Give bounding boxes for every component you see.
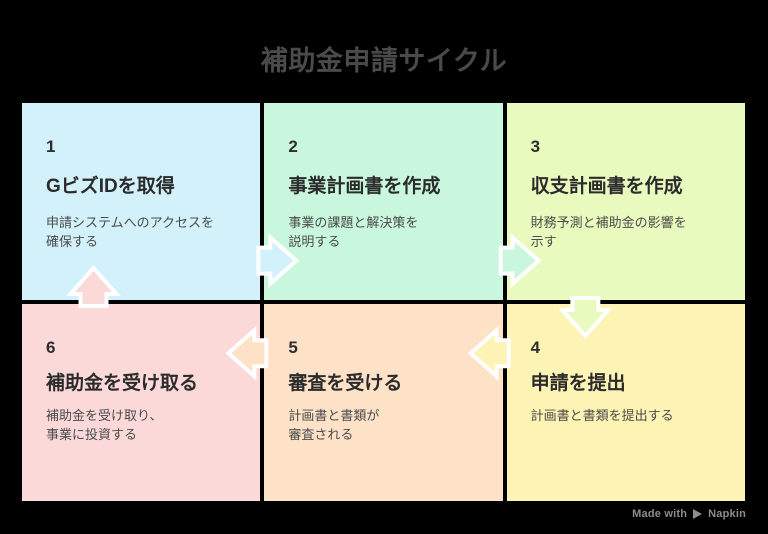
watermark-prefix: Made with xyxy=(632,508,688,520)
step-card-6-content: 6 補助金を受け取る 補助金を受け取り、事業に投資する xyxy=(46,338,236,444)
step-number-6: 6 xyxy=(46,338,56,357)
step-title-4: 申請を提出 xyxy=(530,373,626,394)
step-card-3-content: 3 収支計画書を作成 財務予測と補助金の影響を示す xyxy=(531,137,721,251)
step-title-5: 審査を受ける xyxy=(288,373,403,394)
step-description-1: 申請システムへのアクセスを確保する xyxy=(46,215,214,249)
step-title-6: 補助金を受け取る xyxy=(46,373,199,394)
step-card-6[interactable]: 6 補助金を受け取る 補助金を受け取り、事業に投資する xyxy=(22,304,261,501)
step-description-2: 事業の課題と解決策を説明する xyxy=(288,215,419,249)
step-card-2[interactable]: 2 事業計画書を作成 事業の課題と解決策を説明する xyxy=(264,103,503,300)
play-triangle-icon xyxy=(693,509,703,519)
step-title-2: 事業計画書を作成 xyxy=(288,176,441,197)
step-description-4: 計画書と書類を提出する xyxy=(530,408,674,423)
step-number-5: 5 xyxy=(288,338,298,357)
step-number-4: 4 xyxy=(530,338,541,357)
step-title-3: 収支計画書を作成 xyxy=(530,176,683,197)
step-number-3: 3 xyxy=(530,137,541,156)
step-card-1[interactable]: 1 GビズIDを取得 申請システムへのアクセスを確保する xyxy=(22,103,261,300)
step-title-1: GビズIDを取得 xyxy=(46,176,175,197)
step-number-1: 1 xyxy=(46,137,56,156)
step-card-3[interactable]: 3 収支計画書を作成 財務予測と補助金の影響を示す xyxy=(506,103,745,300)
step-card-4[interactable]: 4 申請を提出 計画書と書類を提出する xyxy=(506,304,745,501)
watermark-brand: Napkin xyxy=(708,508,746,520)
napkin-watermark: Made with Napkin xyxy=(632,508,746,520)
cycle-grid: 1 GビズIDを取得 申請システムへのアクセスを確保する 2 事業計画書を作成 … xyxy=(22,103,745,501)
page-title: 補助金申請サイクル xyxy=(260,46,508,76)
step-card-5[interactable]: 5 審査を受ける 計画書と書類が審査される xyxy=(264,304,503,501)
step-description-5: 計画書と書類が審査される xyxy=(288,408,380,442)
step-card-5-content: 5 審査を受ける 計画書と書類が審査される xyxy=(288,338,478,444)
step-card-2-content: 2 事業計画書を作成 事業の課題と解決策を説明する xyxy=(288,137,478,251)
step-card-4-content: 4 申請を提出 計画書と書類を提出する xyxy=(531,338,721,425)
step-card-1-content: 1 GビズIDを取得 申請システムへのアクセスを確保する xyxy=(46,137,236,251)
step-number-2: 2 xyxy=(288,137,298,156)
step-description-3: 財務予測と補助金の影響を示す xyxy=(530,215,687,249)
step-description-6: 補助金を受け取り、事業に投資する xyxy=(46,408,163,442)
